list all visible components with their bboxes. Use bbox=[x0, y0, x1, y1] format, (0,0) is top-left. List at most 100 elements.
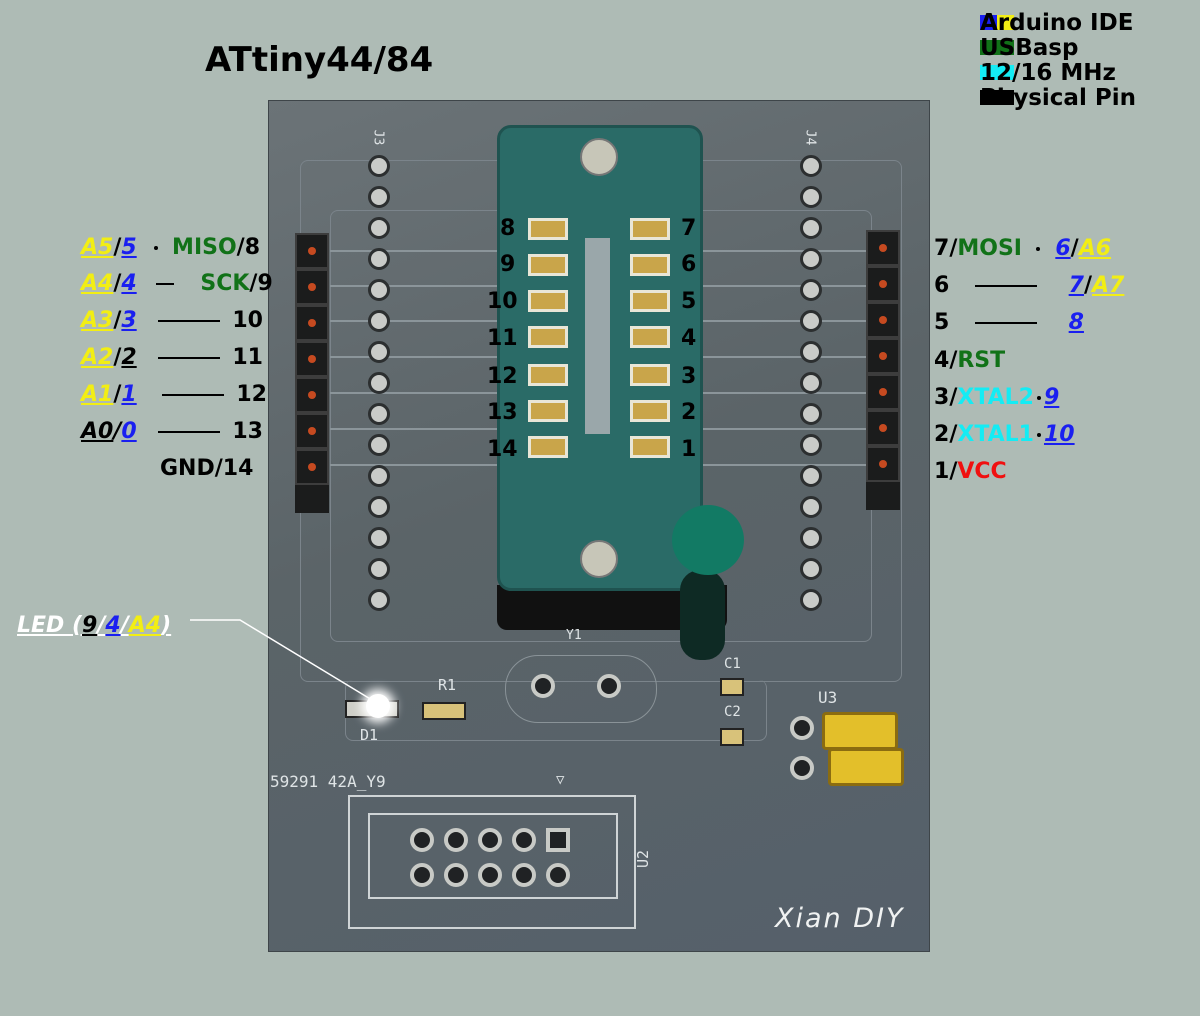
legend-label: Arduino IDE bbox=[980, 9, 1134, 36]
capacitor-lead bbox=[680, 570, 725, 660]
capacitor-c2 bbox=[720, 728, 744, 746]
jumper-pin bbox=[790, 716, 814, 740]
socket-contact bbox=[528, 400, 568, 422]
header-pin bbox=[866, 446, 900, 482]
left-pin-label: A3/3 10 bbox=[81, 308, 263, 333]
header-pin bbox=[295, 413, 329, 449]
header-pin bbox=[866, 230, 900, 266]
led-callout-label: LED (9/4/A4) bbox=[17, 613, 172, 638]
silk-r1: R1 bbox=[438, 676, 457, 694]
socket-contact bbox=[630, 364, 670, 386]
socket-contact bbox=[630, 254, 670, 276]
silk-c1: C1 bbox=[724, 656, 741, 672]
capacitor-c1 bbox=[720, 678, 744, 696]
isp-pin bbox=[444, 863, 468, 887]
screw-icon bbox=[580, 540, 618, 578]
legend-label: 12/16 MHz bbox=[980, 59, 1116, 86]
socket-pin-number: 9 bbox=[500, 252, 516, 277]
jumper[interactable] bbox=[822, 712, 898, 750]
isp-header-inner bbox=[368, 813, 618, 899]
socket-contact bbox=[528, 326, 568, 348]
hole-column-j4 bbox=[800, 155, 824, 620]
socket-contact bbox=[528, 290, 568, 312]
led-glow bbox=[366, 694, 390, 718]
isp-pin bbox=[410, 863, 434, 887]
socket-pin-number: 13 bbox=[487, 400, 518, 425]
socket-contact bbox=[630, 326, 670, 348]
legend-item-arduino: Arduino IDE bbox=[980, 10, 1133, 35]
header-pin bbox=[866, 374, 900, 410]
isp-pin bbox=[478, 828, 502, 852]
legend-item-usbasp: USBasp bbox=[980, 35, 1078, 60]
left-pin-label: GND/14 bbox=[160, 456, 254, 481]
header-pin bbox=[295, 269, 329, 305]
right-pin-label: 6 7/A7 bbox=[934, 273, 1125, 298]
right-pin-label: 5 8 bbox=[934, 310, 1084, 335]
resistor-r1 bbox=[422, 702, 466, 720]
legend-label: Physical Pin bbox=[980, 84, 1136, 111]
capacitor bbox=[672, 505, 744, 575]
socket-pin-number: 10 bbox=[487, 289, 518, 314]
header-left bbox=[295, 233, 329, 513]
socket-contact bbox=[630, 436, 670, 458]
header-pin bbox=[295, 341, 329, 377]
isp-pin bbox=[512, 828, 536, 852]
isp-pin bbox=[478, 863, 502, 887]
socket-contact bbox=[630, 400, 670, 422]
socket-pin-number: 12 bbox=[487, 364, 518, 389]
silk-u2: U2 bbox=[634, 849, 653, 869]
silk-j4: J4 bbox=[802, 129, 818, 146]
left-pin-label: A5/5 MISO/8 bbox=[81, 235, 261, 260]
legend-item-crystal: 12/16 MHz bbox=[980, 60, 1116, 85]
header-pin bbox=[866, 410, 900, 446]
left-pin-label: A4/4 SCK/9 bbox=[81, 271, 273, 296]
legend-swatch bbox=[980, 65, 1014, 80]
header-pin bbox=[866, 266, 900, 302]
right-pin-label: 4/RST bbox=[934, 348, 1006, 373]
silk-c2: C2 bbox=[724, 704, 741, 720]
legend-swatch bbox=[980, 40, 1014, 55]
socket-pin-number: 14 bbox=[487, 437, 518, 462]
hole-column-j3 bbox=[368, 155, 392, 620]
silk-j3: J3 bbox=[370, 129, 386, 146]
header-pin bbox=[295, 305, 329, 341]
isp-pin bbox=[410, 828, 434, 852]
header-pin bbox=[295, 233, 329, 269]
silk-y1: Y1 bbox=[566, 628, 582, 643]
brand-text: Xian DIY bbox=[775, 903, 905, 934]
left-pin-label: A1/1 12 bbox=[81, 382, 267, 407]
isp-header-outline bbox=[348, 795, 636, 929]
silk-part-number: 59291 42A_Y9 bbox=[270, 772, 386, 791]
pin1-marker-icon: ▽ bbox=[556, 772, 565, 788]
silk-d1: D1 bbox=[360, 726, 379, 744]
header-right bbox=[866, 230, 900, 510]
socket-contact bbox=[528, 218, 568, 240]
socket-contact bbox=[630, 218, 670, 240]
socket-contact bbox=[528, 436, 568, 458]
header-pin bbox=[295, 377, 329, 413]
socket-pin-number: 7 bbox=[681, 216, 697, 241]
socket-pin-number: 6 bbox=[681, 252, 697, 277]
right-pin-label: 7/MOSI 6/A6 bbox=[934, 236, 1112, 261]
screw-icon bbox=[580, 138, 618, 176]
crystal-outline bbox=[505, 655, 657, 723]
header-pin bbox=[866, 302, 900, 338]
socket-contact bbox=[528, 364, 568, 386]
page-title: ATtiny44/84 bbox=[205, 40, 434, 80]
silk-u3: U3 bbox=[818, 688, 838, 707]
socket-pin-number: 5 bbox=[681, 289, 697, 314]
socket-pin-number: 2 bbox=[681, 400, 697, 425]
crystal-pad bbox=[597, 674, 621, 698]
left-pin-label: A2/2 11 bbox=[81, 345, 263, 370]
socket-pin-number: 8 bbox=[500, 216, 516, 241]
header-pin bbox=[295, 449, 329, 485]
legend-label: USBasp bbox=[980, 34, 1079, 61]
socket-slot bbox=[585, 238, 610, 434]
jumper[interactable] bbox=[828, 748, 904, 786]
socket-contact bbox=[528, 254, 568, 276]
right-pin-label: 1/VCC bbox=[934, 459, 1007, 484]
left-pin-label: A0/0 13 bbox=[81, 419, 263, 444]
isp-pin bbox=[546, 863, 570, 887]
